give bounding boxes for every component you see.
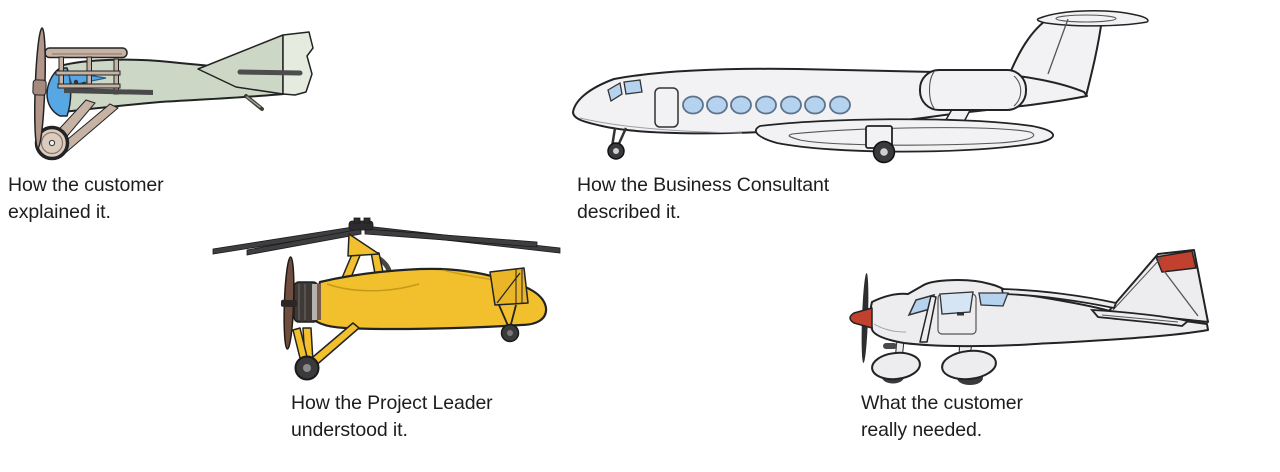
gyro-rotor-blades — [212, 217, 561, 256]
biplane-cowl — [46, 67, 120, 117]
gyro-rotor-mast — [341, 233, 393, 287]
cessna-door-handle — [957, 312, 964, 316]
jet-wing — [755, 81, 1054, 153]
caption-line: How the customer — [8, 174, 164, 196]
gyro-fuselage — [306, 267, 548, 331]
cessna-propeller — [849, 273, 873, 363]
cessna-exhaust — [883, 343, 897, 349]
jet-horizontal-stabilizer — [1036, 10, 1149, 27]
jet-cockpit-windows — [607, 79, 643, 103]
caption-consultant-described: How the Business Consultant described it… — [577, 172, 829, 226]
jet-wing-panel — [939, 81, 985, 134]
caption-line: described it. — [577, 201, 681, 223]
gyro-rotor-hub — [348, 220, 374, 231]
caption-line: explained it. — [8, 201, 111, 223]
jet-door — [654, 87, 679, 128]
gyro-engine — [293, 281, 321, 323]
cessna-fin-red-cap — [1155, 250, 1197, 273]
biplane-lower-wing — [64, 88, 153, 95]
cessna-front-wheel — [871, 339, 921, 384]
cessna-main-wheel — [941, 335, 997, 385]
cessna-windshield — [907, 293, 936, 317]
biplane-exhaust — [84, 83, 120, 88]
cessna-wing — [1000, 288, 1118, 310]
cessna-tail-fin — [1107, 249, 1209, 323]
cessna-tailplane — [1089, 308, 1190, 327]
cessna-fuselage — [869, 279, 1209, 348]
gyro-propeller — [280, 256, 298, 350]
business-jet-illustration — [572, 10, 1149, 164]
gyro-strap — [372, 253, 393, 287]
caption-customer-needed: What the customer really needed. — [861, 390, 1023, 444]
jet-fuselage — [572, 67, 1088, 135]
cessna-spinner — [849, 307, 873, 329]
biplane-wheel — [34, 125, 70, 161]
caption-project-leader-understood: How the Project Leader understood it. — [291, 390, 493, 444]
caption-line: really needed. — [861, 419, 983, 441]
cessna-door-window — [939, 291, 974, 315]
jet-tail — [1007, 10, 1149, 97]
biplane-tail-skid — [244, 94, 264, 111]
caption-line: How the Project Leader — [291, 392, 493, 414]
jet-body-crease — [579, 117, 743, 134]
jet-main-gear — [865, 125, 896, 164]
biplane-stabilizer — [237, 69, 303, 76]
caption-line: understood it. — [291, 419, 408, 441]
jet-wing-fairing — [755, 118, 1054, 153]
biplane-tail-fin — [197, 34, 284, 95]
biplane-top-wing — [44, 47, 128, 95]
caption-line: What the customer — [861, 392, 1023, 414]
gyro-landing-gear — [292, 322, 360, 381]
caption-line: How the Business Consultant — [577, 174, 830, 196]
cessna-door — [937, 293, 977, 335]
biplane-propeller — [32, 27, 47, 149]
jet-rudder-line — [1047, 18, 1069, 75]
autogyro-illustration — [212, 217, 561, 381]
jet-engine-nacelle — [919, 69, 1027, 111]
cessna-rear-window — [978, 292, 1009, 307]
biplane-fuselage — [57, 31, 314, 113]
cessna-wing-strut — [919, 295, 937, 343]
biplane-rudder — [282, 31, 314, 96]
light-aircraft-illustration — [849, 249, 1209, 385]
gyro-tail-fin — [489, 267, 529, 306]
vintage-biplane-illustration — [32, 27, 314, 161]
jet-nose-gear — [607, 127, 628, 160]
caption-customer-explained: How the customer explained it. — [8, 172, 164, 226]
biplane-landing-gear — [34, 99, 119, 161]
cessna-windows — [907, 291, 1009, 335]
cessna-rudder-line — [1163, 270, 1199, 317]
gyro-tail-wheel — [498, 304, 520, 343]
gyro-main-wheel — [294, 355, 320, 381]
jet-cabin-windows — [682, 95, 851, 115]
